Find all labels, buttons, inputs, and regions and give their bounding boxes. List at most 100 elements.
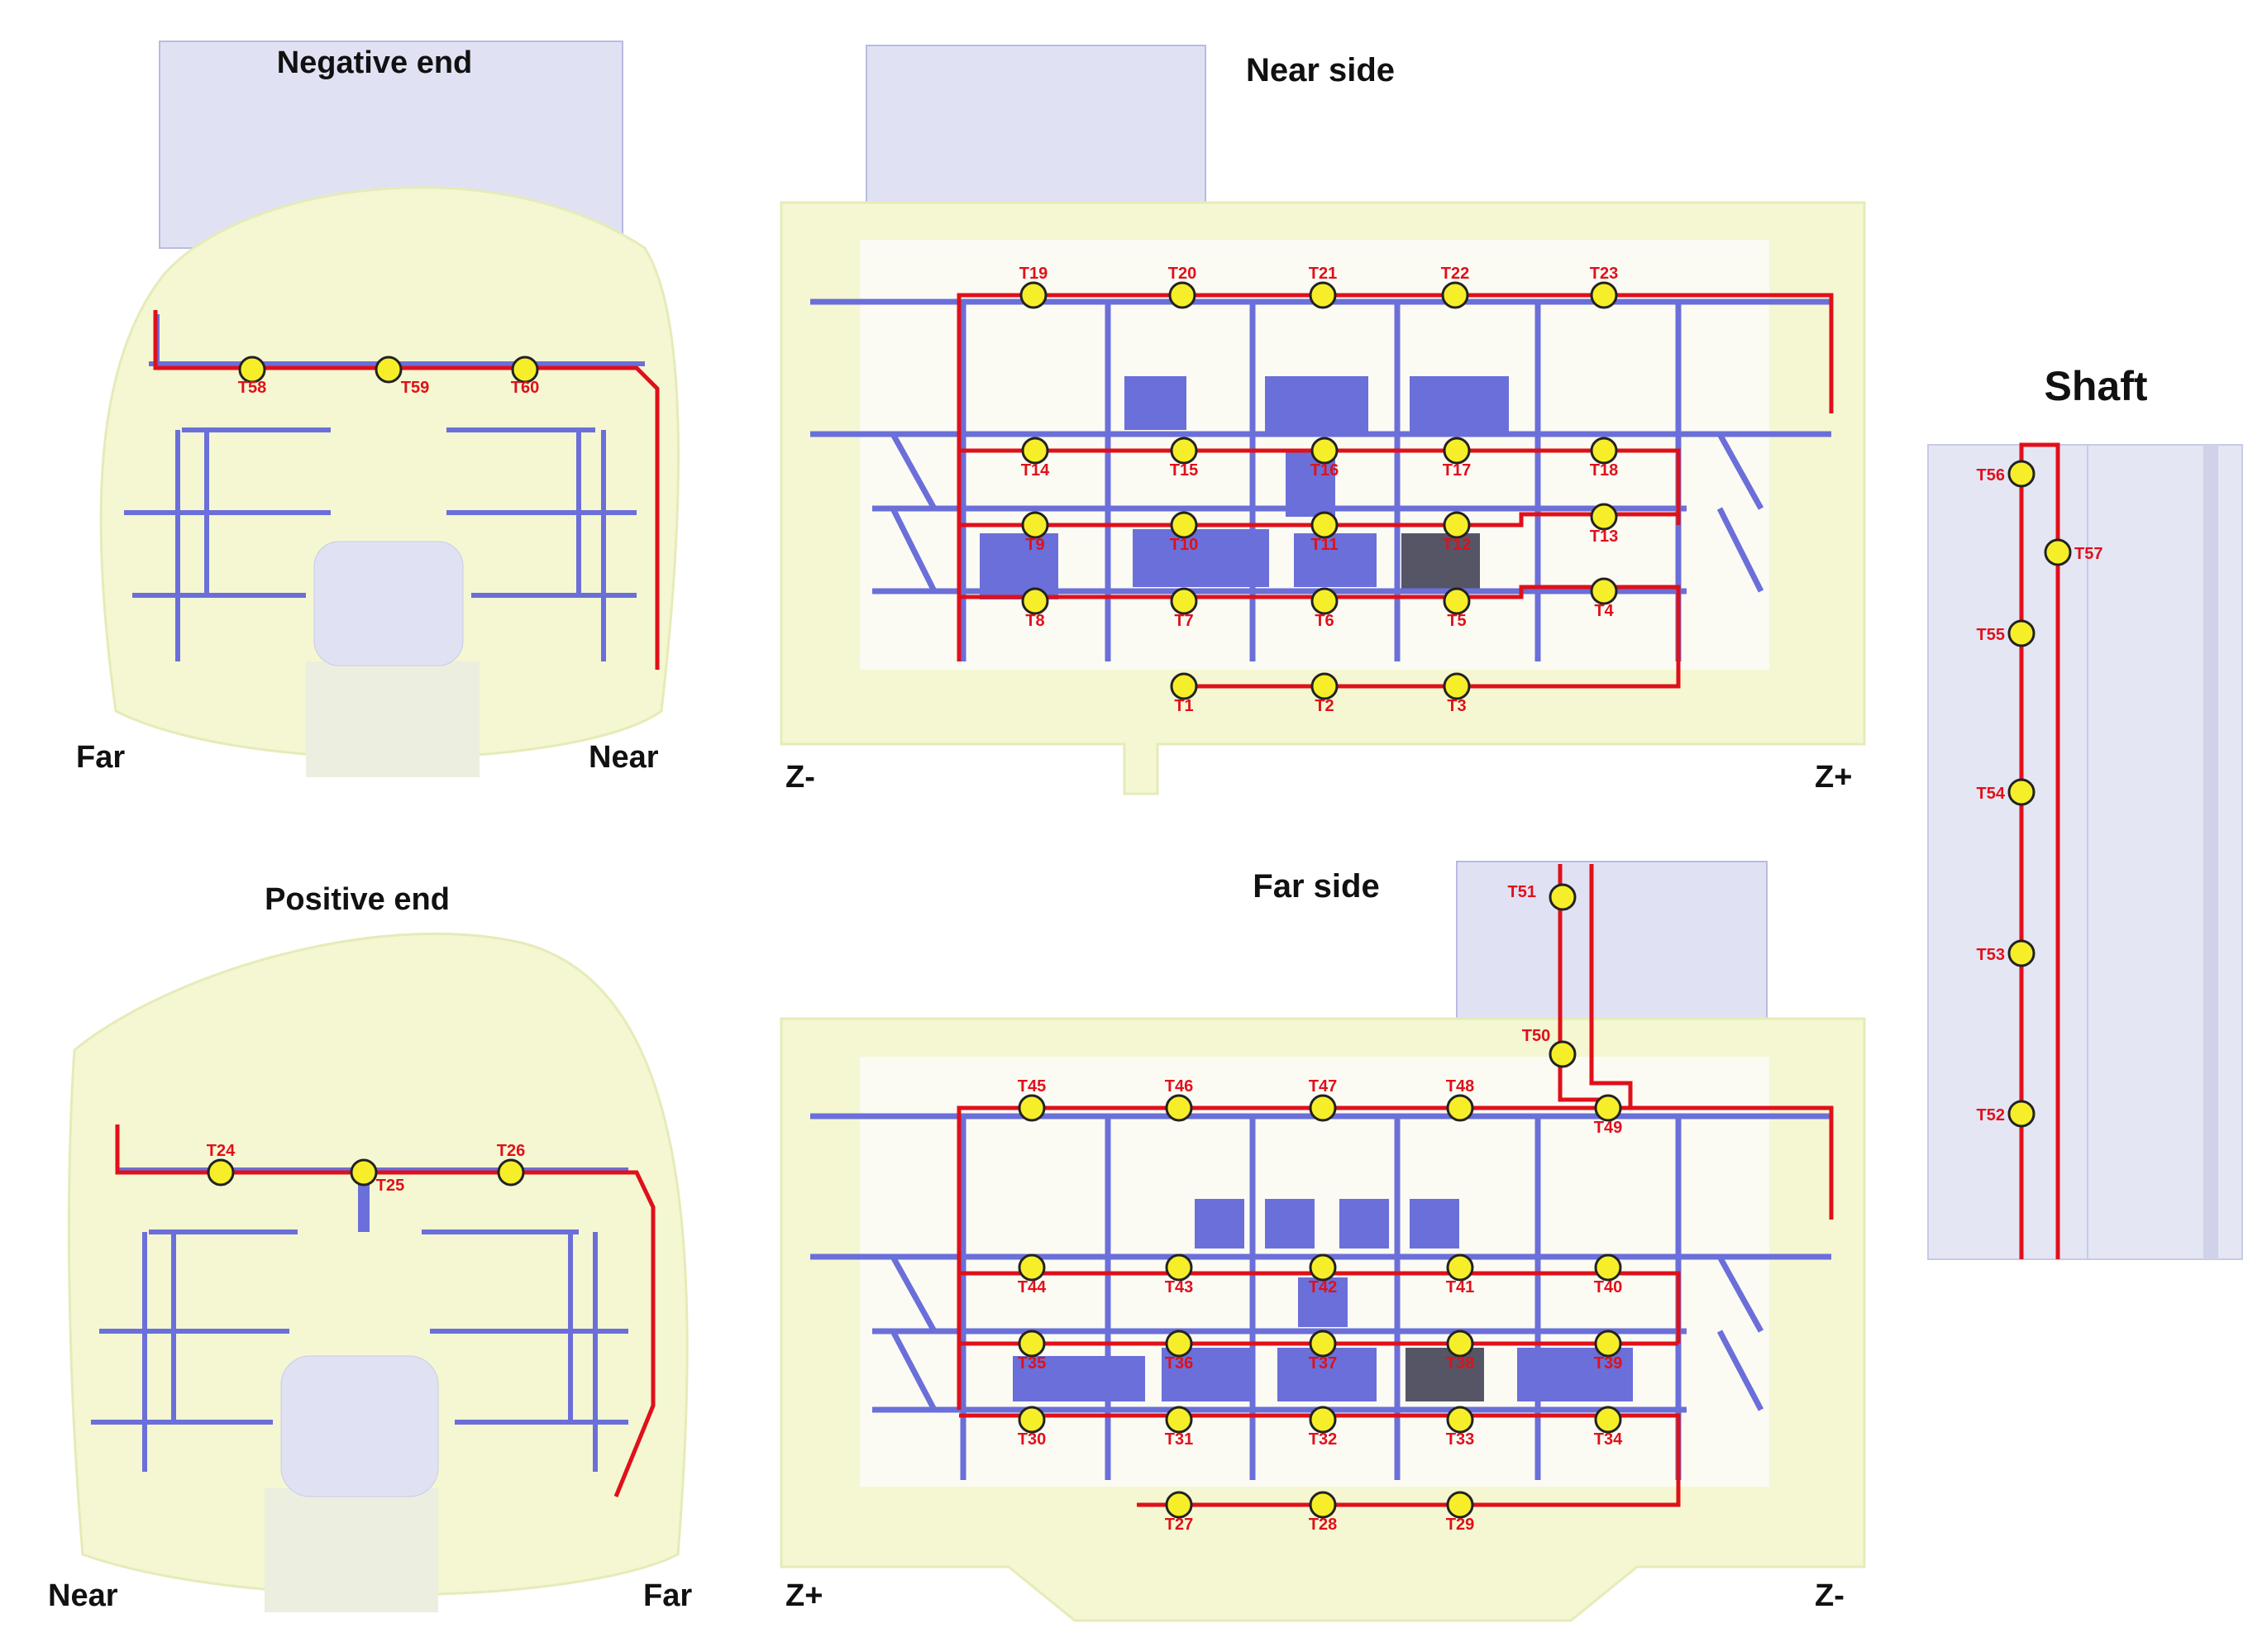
sensor-label: T46 xyxy=(1165,1077,1193,1096)
positive-end-floor xyxy=(265,1488,438,1612)
sensor-dot xyxy=(1170,511,1198,539)
positive-end-cavern xyxy=(67,933,689,1597)
sensor-label: T25 xyxy=(376,1177,404,1195)
sensor-label: T3 xyxy=(1447,697,1466,715)
sensor-t11: T11 xyxy=(1310,511,1339,554)
shaft-body xyxy=(1927,444,2243,1260)
sensor-dot xyxy=(1018,1253,1046,1282)
shaft-cable xyxy=(2019,442,2060,1259)
sensor-label: T16 xyxy=(1310,461,1339,480)
sensor-label: T55 xyxy=(1977,626,2005,644)
sensor-t53: T53 xyxy=(1977,939,2036,967)
sensor-label: T48 xyxy=(1446,1077,1474,1096)
sensor-dot xyxy=(238,356,266,384)
far-side-left-label: Z+ xyxy=(785,1578,823,1613)
sensor-label: T19 xyxy=(1019,265,1048,283)
sensor-t23: T23 xyxy=(1590,265,1618,309)
sensor-label: T49 xyxy=(1594,1119,1622,1137)
sensor-label: T38 xyxy=(1446,1354,1474,1373)
sensor-label: T53 xyxy=(1977,946,2005,964)
sensor-label: T31 xyxy=(1165,1430,1193,1449)
sensor-dot xyxy=(1594,1094,1622,1122)
sensor-t6: T6 xyxy=(1310,587,1339,630)
sensor-t52: T52 xyxy=(1977,1100,2036,1128)
sensor-t51: T51 xyxy=(1508,883,1577,911)
sensor-t5: T5 xyxy=(1443,587,1471,630)
sensor-dot xyxy=(1309,281,1337,309)
negative-end-structure xyxy=(124,314,645,661)
sensor-dot xyxy=(1549,1040,1577,1068)
sensor-label: T41 xyxy=(1446,1278,1474,1296)
positive-end-panel: Positive end Near Far xyxy=(48,882,692,1613)
sensor-dot xyxy=(1443,511,1471,539)
sensor-t50: T50 xyxy=(1522,1027,1577,1068)
sensor-dot xyxy=(2007,460,2036,488)
far-side-structure xyxy=(810,1113,1831,1480)
negative-end-cable xyxy=(153,310,660,670)
sensor-t28: T28 xyxy=(1309,1491,1337,1534)
positive-end-right-label: Far xyxy=(643,1578,692,1613)
sensor-label: T15 xyxy=(1170,461,1198,480)
sensor-dot xyxy=(1549,883,1577,911)
sensor-t10: T10 xyxy=(1170,511,1198,554)
sensor-dot xyxy=(1443,437,1471,465)
negative-end-doorway xyxy=(313,541,464,666)
sensor-dot xyxy=(1165,1491,1193,1519)
sensor-t37: T37 xyxy=(1309,1330,1337,1373)
sensor-dot xyxy=(1590,577,1618,605)
far-side-shaft-top xyxy=(1456,861,1768,1024)
sensor-dot xyxy=(1310,511,1339,539)
sensor-label: T30 xyxy=(1018,1430,1046,1449)
sensor-dot xyxy=(1446,1406,1474,1434)
sensor-t14: T14 xyxy=(1021,437,1050,480)
sensor-t26: T26 xyxy=(497,1142,525,1186)
sensor-label: T1 xyxy=(1174,697,1193,715)
sensor-dot xyxy=(1019,281,1048,309)
sensor-label: T43 xyxy=(1165,1278,1193,1296)
sensor-dot xyxy=(1443,587,1471,615)
positive-end-left-label: Near xyxy=(48,1578,118,1613)
sensor-dot xyxy=(1165,1094,1193,1122)
sensor-label: T51 xyxy=(1508,883,1536,901)
sensor-dot xyxy=(497,1158,525,1186)
near-side-right-label: Z+ xyxy=(1815,760,1852,795)
sensor-dot xyxy=(1446,1094,1474,1122)
near-side-left-label: Z- xyxy=(785,760,815,795)
sensor-t34: T34 xyxy=(1594,1406,1623,1449)
sensor-label: T52 xyxy=(1977,1106,2005,1124)
sensor-t30: T30 xyxy=(1018,1406,1046,1449)
sensor-dot xyxy=(1310,672,1339,700)
near-side-shaft-top xyxy=(866,45,1206,212)
sensor-label: T34 xyxy=(1594,1430,1623,1449)
sensor-label: T18 xyxy=(1590,461,1618,480)
sensor-label: T44 xyxy=(1018,1278,1047,1296)
sensor-t25: T25 xyxy=(350,1158,404,1195)
sensor-dot xyxy=(1590,281,1618,309)
sensor-dot xyxy=(1021,437,1049,465)
sensor-t7: T7 xyxy=(1170,587,1198,630)
sensor-dot xyxy=(1309,1094,1337,1122)
sensor-dot xyxy=(1446,1253,1474,1282)
sensor-label: T17 xyxy=(1443,461,1471,480)
negative-end-cavern xyxy=(99,186,680,759)
positive-end-doorway xyxy=(280,1355,439,1497)
sensor-t35: T35 xyxy=(1018,1330,1046,1373)
positive-end-cable xyxy=(115,1124,656,1497)
sensor-label: T4 xyxy=(1594,602,1614,620)
sensor-label: T54 xyxy=(1977,785,2006,803)
sensor-t58: T58 xyxy=(238,356,266,397)
sensor-dot xyxy=(1310,587,1339,615)
sensor-dot xyxy=(511,356,539,384)
sensor-dot xyxy=(1170,672,1198,700)
negative-end-floor xyxy=(306,661,480,777)
sensor-t19: T19 xyxy=(1019,265,1048,309)
sensor-dot xyxy=(1309,1491,1337,1519)
sensor-label: T28 xyxy=(1309,1516,1337,1534)
shaft-title: Shaft xyxy=(2045,363,2148,409)
sensor-t16: T16 xyxy=(1310,437,1339,480)
sensor-label: T29 xyxy=(1446,1516,1474,1534)
sensor-label: T27 xyxy=(1165,1516,1193,1534)
sensor-dot xyxy=(1165,1253,1193,1282)
sensor-label: T11 xyxy=(1310,536,1338,554)
